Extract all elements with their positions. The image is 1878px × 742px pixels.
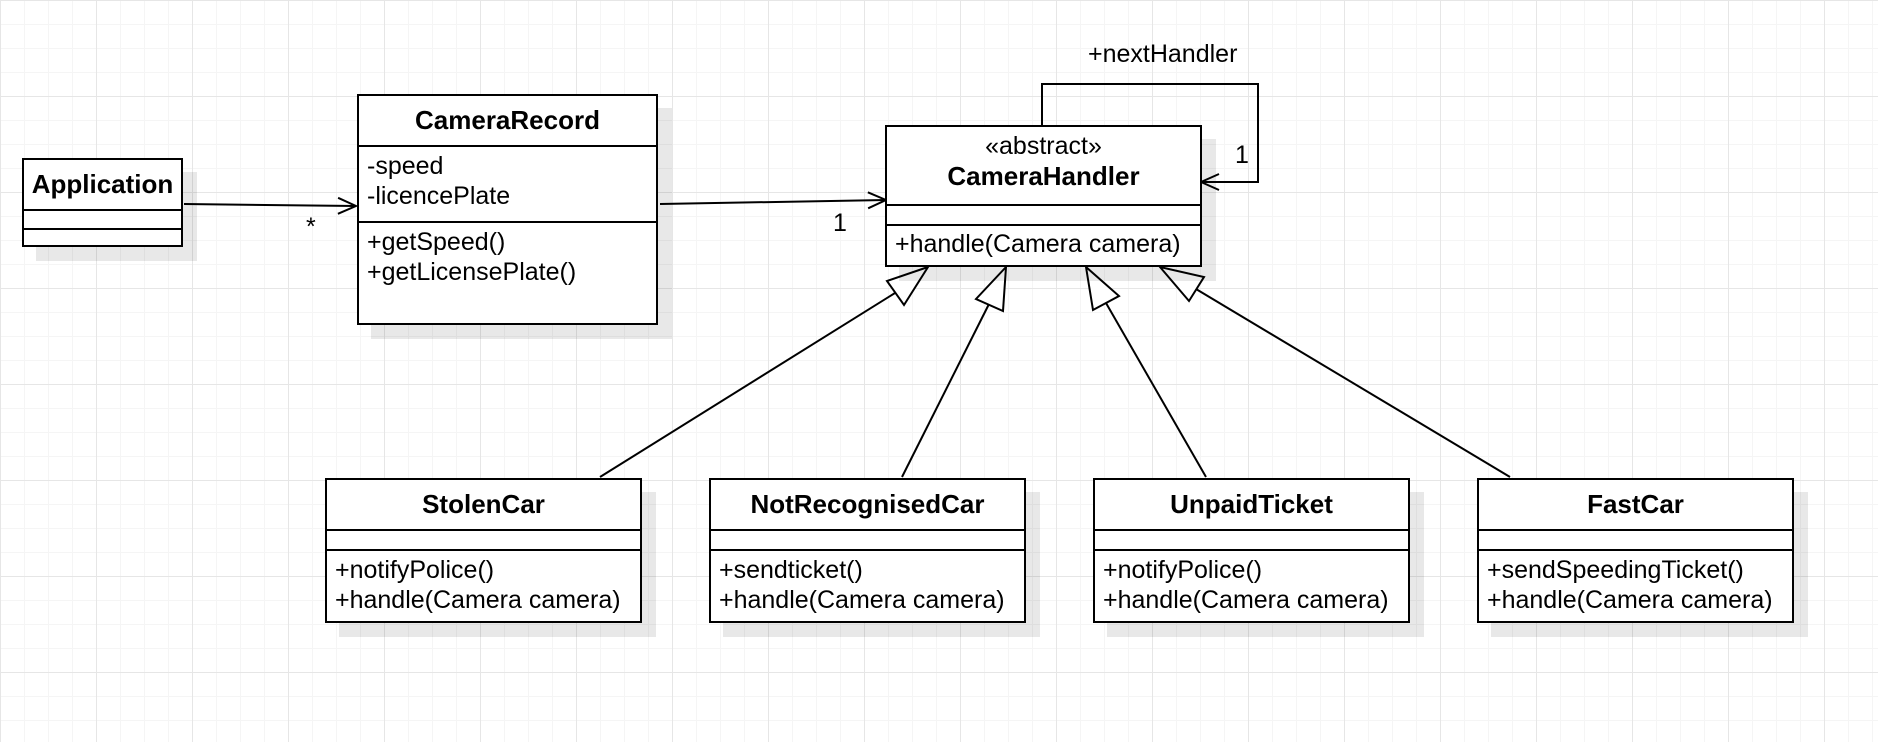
- class-name: UnpaidTicket: [1095, 480, 1408, 531]
- class-camerahandler[interactable]: «abstract» CameraHandler +handle(Camera …: [885, 125, 1202, 267]
- multiplicity-nexthandler: 1: [1235, 141, 1249, 169]
- operations-section: +sendSpeedingTicket() +handle(Camera cam…: [1479, 551, 1792, 615]
- attributes-section: [711, 531, 1024, 551]
- generalization-stolencar[interactable]: [599, 265, 931, 478]
- multiplicity-application-record: *: [306, 213, 316, 241]
- operation-sendticket: +sendticket(): [719, 556, 863, 584]
- association-camerahandler-nexthandler[interactable]: [1041, 83, 1259, 182]
- attributes-section: [1095, 531, 1408, 551]
- class-name: NotRecognisedCar: [711, 480, 1024, 531]
- attributes-section: -speed -licencePlate: [359, 147, 656, 223]
- class-header: «abstract» CameraHandler: [887, 127, 1200, 206]
- class-application[interactable]: Application: [22, 158, 183, 247]
- operation-getlicenseplate: +getLicensePlate(): [367, 258, 577, 286]
- class-stolencar[interactable]: StolenCar +notifyPolice() +handle(Camera…: [325, 478, 642, 623]
- attributes-section: [24, 211, 181, 230]
- class-name: CameraHandler: [947, 161, 1140, 191]
- operations-section: +notifyPolice() +handle(Camera camera): [327, 551, 640, 615]
- stereotype-label: «abstract»: [985, 132, 1102, 160]
- operation-handle: +handle(Camera camera): [895, 230, 1181, 258]
- operation-handle: +handle(Camera camera): [1103, 586, 1389, 614]
- generalization-unpaidticket[interactable]: [1084, 264, 1207, 478]
- operations-section: [24, 230, 181, 245]
- class-name: Application: [24, 160, 181, 211]
- operation-handle: +handle(Camera camera): [335, 586, 621, 614]
- operations-section: +handle(Camera camera): [887, 226, 1200, 259]
- class-notrecognisedcar[interactable]: NotRecognisedCar +sendticket() +handle(C…: [709, 478, 1026, 623]
- generalization-notrecognisedcar[interactable]: [901, 264, 1008, 478]
- generalization-arrowhead-icon: [1084, 264, 1121, 312]
- attribute-speed: -speed: [367, 152, 444, 180]
- operations-section: +sendticket() +handle(Camera camera): [711, 551, 1024, 615]
- class-name: FastCar: [1479, 480, 1792, 531]
- role-nexthandler: +nextHandler: [1088, 40, 1238, 68]
- class-name: CameraRecord: [359, 96, 656, 147]
- generalization-fastcar[interactable]: [1157, 265, 1511, 478]
- operation-handle: +handle(Camera camera): [719, 586, 1005, 614]
- operation-notifypolice: +notifyPolice(): [335, 556, 495, 584]
- generalization-arrowhead-icon: [1157, 265, 1206, 303]
- operations-section: +getSpeed() +getLicensePlate(): [359, 223, 656, 287]
- generalization-arrowhead-icon: [974, 264, 1008, 313]
- association-application-to-camerarecord[interactable]: [183, 204, 356, 206]
- class-fastcar[interactable]: FastCar +sendSpeedingTicket() +handle(Ca…: [1477, 478, 1794, 623]
- operation-notifypolice: +notifyPolice(): [1103, 556, 1263, 584]
- attribute-licenceplate: -licencePlate: [367, 182, 511, 210]
- class-name: StolenCar: [327, 480, 640, 531]
- generalization-arrowhead-icon: [885, 265, 931, 307]
- multiplicity-record-handler: 1: [833, 209, 847, 237]
- class-unpaidticket[interactable]: UnpaidTicket +notifyPolice() +handle(Cam…: [1093, 478, 1410, 623]
- operation-getspeed: +getSpeed(): [367, 228, 506, 256]
- class-camerarecord[interactable]: CameraRecord -speed -licencePlate +getSp…: [357, 94, 658, 325]
- attributes-section: [887, 206, 1200, 226]
- operation-handle: +handle(Camera camera): [1487, 586, 1773, 614]
- attributes-section: [1479, 531, 1792, 551]
- operations-section: +notifyPolice() +handle(Camera camera): [1095, 551, 1408, 615]
- operation-sendspeedingticket: +sendSpeedingTicket(): [1487, 556, 1744, 584]
- attributes-section: [327, 531, 640, 551]
- association-camerarecord-to-camerahandler[interactable]: [659, 200, 886, 204]
